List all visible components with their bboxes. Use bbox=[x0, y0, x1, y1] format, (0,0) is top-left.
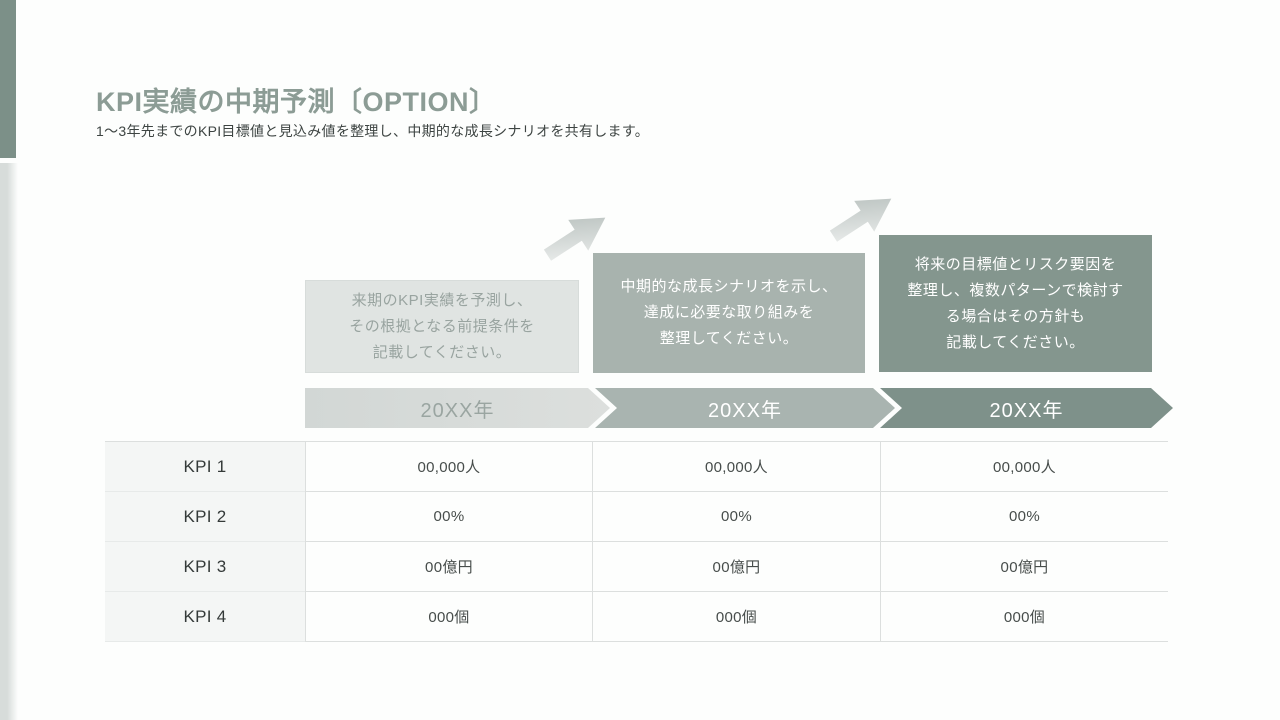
kpi-value-cell: 00,000人 bbox=[305, 442, 592, 492]
chevron-banner-year1: 20XX年 bbox=[305, 388, 610, 428]
chevron-banner-year2: 20XX年 bbox=[595, 388, 895, 428]
kpi-table: KPI 1 00,000人 00,000人 00,000人 KPI 2 00% … bbox=[105, 441, 1168, 642]
year-label: 20XX年 bbox=[708, 399, 782, 422]
growth-arrow-icon bbox=[829, 198, 892, 242]
year-label: 20XX年 bbox=[989, 399, 1064, 422]
kpi-value-cell: 00,000人 bbox=[880, 442, 1168, 492]
kpi-value-cell: 000個 bbox=[592, 592, 880, 642]
annotation-text: 来期のKPI実績を予測し、 その根拠となる前提条件を 記載してください。 bbox=[349, 291, 535, 361]
kpi-value-cell: 000個 bbox=[880, 592, 1168, 642]
kpi-value-cell: 00% bbox=[592, 492, 880, 542]
left-accent-bar-top bbox=[0, 0, 16, 158]
annotation-box-year2: 中期的な成長シナリオを示し、 達成に必要な取り組みを 整理してください。 bbox=[593, 253, 865, 373]
growth-arrow-icon bbox=[543, 217, 606, 261]
annotation-text: 中期的な成長シナリオを示し、 達成に必要な取り組みを 整理してください。 bbox=[620, 278, 838, 347]
kpi-value-cell: 00,000人 bbox=[592, 442, 880, 492]
kpi-label-cell: KPI 3 bbox=[105, 542, 305, 592]
kpi-value-cell: 00億円 bbox=[305, 542, 592, 592]
page-subtitle: 1〜3年先までのKPI目標値と見込み値を整理し、中期的な成長シナリオを共有します… bbox=[96, 123, 650, 139]
chevron-banner-year3: 20XX年 bbox=[880, 388, 1173, 428]
annotation-box-year1: 来期のKPI実績を予測し、 その根拠となる前提条件を 記載してください。 bbox=[305, 280, 579, 373]
kpi-value-cell: 000個 bbox=[305, 592, 592, 642]
year-label: 20XX年 bbox=[420, 399, 495, 422]
page-title: KPI実績の中期予測〔OPTION〕 bbox=[96, 87, 497, 117]
kpi-label-cell: KPI 4 bbox=[105, 592, 305, 642]
left-accent-bar-bottom bbox=[0, 163, 18, 720]
kpi-value-cell: 00% bbox=[880, 492, 1168, 542]
timeline-banner-row: 20XX年 20XX年 20XX年 bbox=[305, 388, 1175, 428]
kpi-label-cell: KPI 1 bbox=[105, 442, 305, 492]
kpi-value-cell: 00億円 bbox=[592, 542, 880, 592]
annotation-text: 将来の目標値とリスク要因を 整理し、複数パターンで検討す る場合はその方針も 記… bbox=[907, 255, 1124, 351]
kpi-value-cell: 00億円 bbox=[880, 542, 1168, 592]
annotation-box-year3: 将来の目標値とリスク要因を 整理し、複数パターンで検討す る場合はその方針も 記… bbox=[879, 235, 1152, 372]
kpi-value-cell: 00% bbox=[305, 492, 592, 542]
kpi-label-cell: KPI 2 bbox=[105, 492, 305, 542]
